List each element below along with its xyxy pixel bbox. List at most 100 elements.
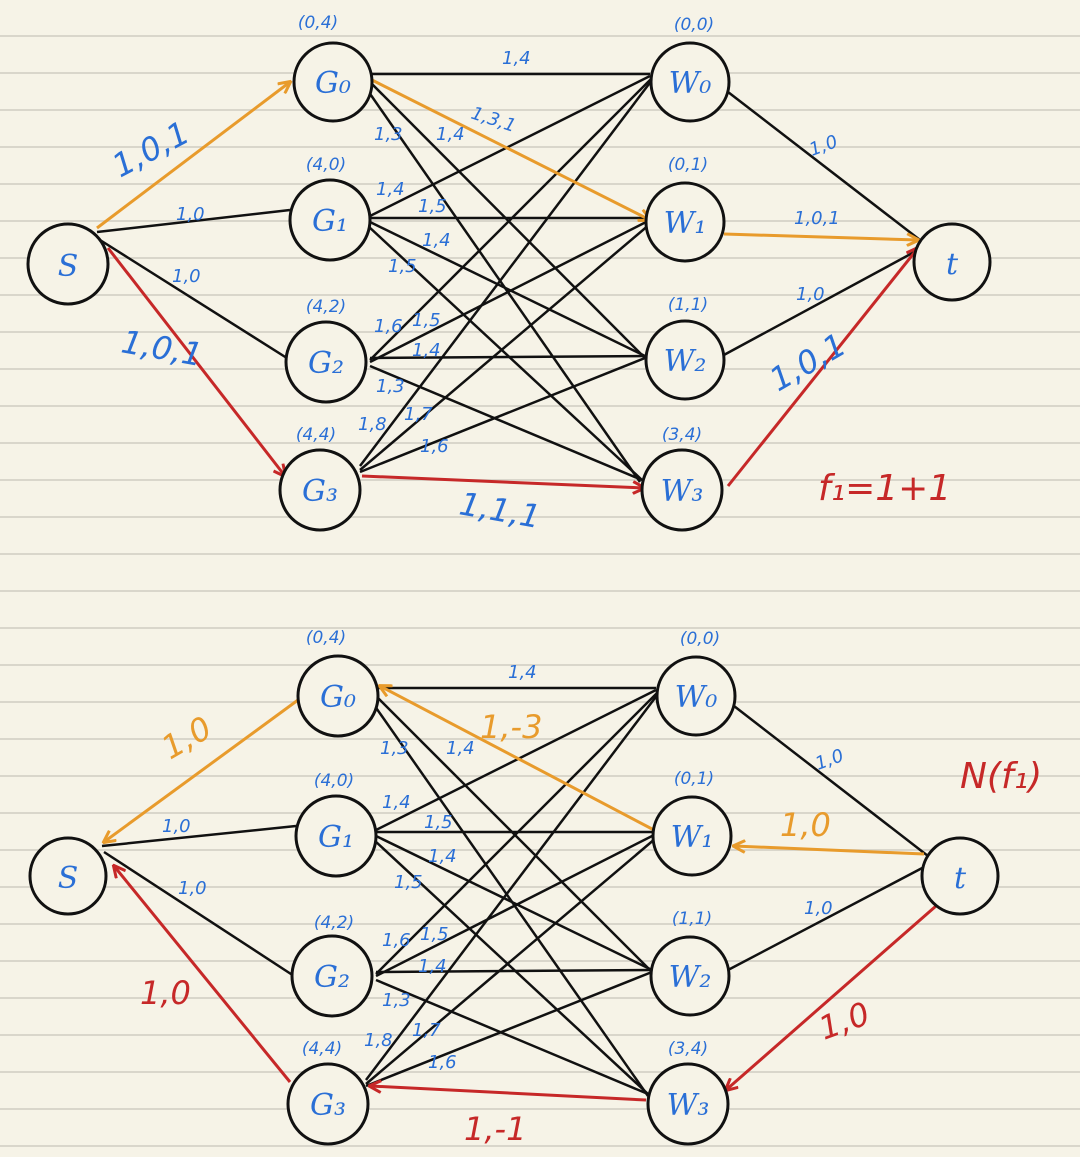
- bottom-node-w0: W₀ (0,0): [655, 629, 737, 737]
- top-node-w2: W₂ (1,1): [644, 295, 726, 401]
- edge-label: 1,4: [446, 738, 475, 759]
- node-label: G₀: [315, 66, 351, 101]
- node-coord: (1,1): [672, 909, 712, 929]
- edge-g2-w2: [369, 354, 646, 360]
- bottom-node-w1: W₁ (0,1): [651, 769, 733, 877]
- edge-g2-w3: [369, 364, 643, 482]
- edge-label: 1,5: [394, 872, 423, 893]
- edge-g0-w3: [370, 701, 650, 1097]
- edge-w0-t: [727, 91, 921, 241]
- bottom-node-t: t: [920, 836, 1000, 916]
- edge-label: 1,8: [364, 1030, 393, 1051]
- edge-label: 1,0: [162, 816, 191, 837]
- bottom-node-g1: G₁ (4,0): [294, 771, 378, 878]
- edge-g3-w1: [365, 837, 657, 1085]
- edge-g0-w2: [369, 81, 646, 359]
- edge-label: 1,0: [807, 131, 841, 161]
- edge-w2-t: [721, 248, 919, 358]
- edge-s-g1: [101, 824, 297, 848]
- edge-s-g3-flow: [106, 247, 285, 476]
- top-node-w0: W₀ (0,0): [649, 15, 731, 123]
- node-coord: (4,4): [296, 425, 336, 445]
- edge-g0-w3: [364, 87, 642, 483]
- node-label: G₃: [302, 474, 338, 509]
- edge-g2-w3: [375, 978, 649, 1096]
- top-black-edges: [96, 72, 921, 483]
- node-label: G₂: [308, 346, 344, 381]
- bottom-node-w3: W₃ (3,4): [646, 1039, 730, 1146]
- bottom-node-g0: G₀ (0,4): [296, 628, 380, 738]
- node-coord: (4,0): [314, 771, 354, 791]
- edge-label: 1,5: [412, 310, 441, 331]
- bottom-node-g2: G₂ (4,2): [290, 913, 374, 1018]
- node-label: W₂: [669, 960, 712, 995]
- node-label: W₀: [669, 66, 712, 101]
- edge-s-g2: [99, 238, 291, 362]
- node-coord: (0,4): [306, 628, 346, 648]
- edge-label: 1,5: [418, 196, 447, 217]
- edge-label: 1,4: [502, 48, 531, 69]
- edge-s-g0-flow: [96, 82, 290, 230]
- edge-label: 1,4: [436, 124, 465, 145]
- edge-g3-s-residual: [114, 866, 292, 1083]
- edge-label: 1,7: [404, 404, 433, 425]
- node-coord: (0,1): [668, 155, 708, 175]
- top-orange-edges: [96, 78, 918, 240]
- edge-w3-t-flow: [726, 248, 918, 487]
- top-node-g3: G₃ (4,4): [278, 425, 362, 532]
- top-node-g2: G₂ (4,2): [284, 297, 368, 404]
- edge-g3-w1: [359, 223, 651, 471]
- edge-label: 1,0,1: [794, 208, 840, 229]
- top-node-w1: W₁ (0,1): [644, 155, 726, 263]
- node-coord: (1,1): [668, 295, 708, 315]
- edge-g0-s-residual: [104, 698, 299, 842]
- edge-g0-w2: [375, 695, 653, 973]
- node-label: G₂: [314, 960, 350, 995]
- edge-g0-w1-flow: [371, 78, 650, 220]
- edge-label: 1,0: [804, 898, 833, 919]
- edge-g1-w3: [367, 225, 643, 481]
- edge-w0-t: [733, 705, 929, 857]
- edge-w3-g3-residual: [370, 1086, 647, 1102]
- edge-label: 1,0: [796, 284, 825, 305]
- edge-w1-t-flow: [723, 232, 918, 240]
- edge-g2-w2: [375, 968, 653, 974]
- node-label: G₀: [320, 680, 356, 715]
- edge-label: 1,3: [376, 376, 405, 397]
- bottom-node-s: S: [28, 836, 108, 916]
- edge-s-g2: [103, 850, 295, 978]
- edge-label: 1,5: [424, 812, 453, 833]
- bottom-node-w2: W₂ (1,1): [649, 909, 731, 1017]
- node-label: G₃: [310, 1088, 346, 1123]
- node-label: W₃: [661, 474, 704, 509]
- edge-t-w1-residual: [734, 846, 925, 856]
- node-coord: (4,2): [306, 297, 346, 317]
- node-coord: (0,1): [674, 769, 714, 789]
- edge-g1-w2: [369, 220, 646, 358]
- edge-label: 1,0: [178, 878, 207, 899]
- node-coord: (0,0): [674, 15, 714, 35]
- edge-g1-w2: [375, 834, 653, 972]
- node-label: G₁: [318, 820, 354, 855]
- edge-label: 1,4: [412, 340, 441, 361]
- edge-label: 1,7: [412, 1020, 441, 1041]
- edge-g3-w2: [365, 970, 653, 1088]
- edge-label: 1,0: [172, 266, 201, 287]
- edge-label: 1,6: [382, 930, 411, 951]
- node-label: W₁: [671, 820, 714, 855]
- node-coord: (0,0): [680, 629, 720, 649]
- edge-label: 1,6: [374, 316, 403, 337]
- bottom-red-edges: [114, 866, 937, 1102]
- node-coord: (4,2): [314, 913, 354, 933]
- bottom-orange-edges: [104, 686, 925, 856]
- edge-s-g1: [96, 208, 291, 234]
- edge-g2-w1: [375, 832, 657, 978]
- edge-t-w3-residual: [726, 904, 937, 1090]
- residual-network-title: N(f₁): [960, 756, 1042, 797]
- bottom-edge-labels: 1,0 1,0 1,0 1,0 1,4 1,-3 1,3 1,4 1,4 1,5…: [140, 662, 875, 1148]
- edge-label: 1,8: [358, 414, 387, 435]
- node-coord: (0,4): [298, 13, 338, 33]
- edge-label: 1,0,1: [119, 322, 206, 374]
- edge-label: 1,0: [814, 994, 875, 1047]
